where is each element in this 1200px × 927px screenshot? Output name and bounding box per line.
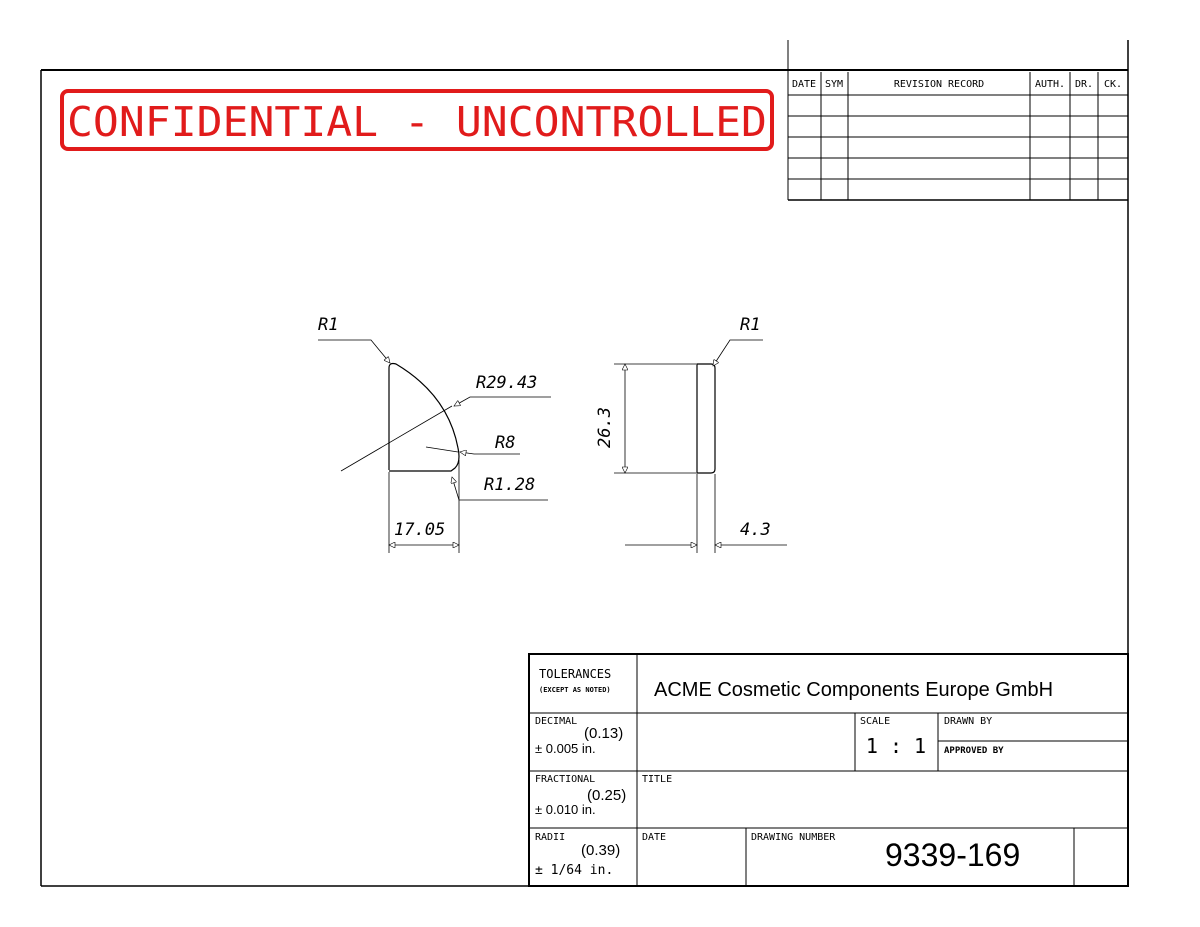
rev-header-sym: SYM	[825, 79, 843, 90]
decimal-label: DECIMAL	[535, 716, 577, 727]
view-front	[614, 339, 787, 553]
stamp-text: CONFIDENTIAL - UNCONTROLLED	[67, 98, 767, 146]
revision-headers: DATE SYM REVISION RECORD AUTH. DR. CK.	[792, 79, 1122, 90]
drawing-number: 9339-169	[885, 837, 1020, 873]
dim-r-top-2: R1	[740, 315, 760, 335]
dim-r-inner: R8	[495, 433, 515, 453]
title-label: TITLE	[642, 774, 672, 785]
rev-header-date: DATE	[792, 79, 816, 90]
view-front-labels: R1 26.3 4.3	[595, 315, 771, 540]
drawn-by-label: DRAWN BY	[944, 716, 992, 727]
drawing-number-label: DRAWING NUMBER	[751, 832, 836, 843]
dim-width: 17.05	[394, 520, 445, 540]
rev-header-dr: DR.	[1075, 79, 1093, 90]
revision-block	[787, 40, 1128, 201]
company-name: ACME Cosmetic Components Europe GmbH	[654, 679, 1053, 701]
radii-tolerance: ± 1/64 in.	[535, 863, 613, 878]
approved-by-label: APPROVED BY	[944, 746, 1004, 756]
fractional-label: FRACTIONAL	[535, 774, 595, 785]
except-as-noted: (EXCEPT AS NOTED)	[539, 686, 611, 694]
title-block-text: TOLERANCES (EXCEPT AS NOTED) ACME Cosmet…	[535, 667, 1053, 878]
dim-height: 26.3	[595, 407, 615, 448]
tolerances-label: TOLERANCES	[539, 667, 611, 681]
fractional-tolerance: ± 0.010 in.	[535, 802, 596, 817]
rev-header-auth: AUTH.	[1035, 79, 1065, 90]
decimal-mm: (0.13)	[584, 725, 623, 742]
scale-value: 1 : 1	[866, 734, 926, 758]
radii-mm: (0.39)	[581, 842, 620, 859]
radii-label: RADII	[535, 832, 565, 843]
decimal-tolerance: ± 0.005 in.	[535, 741, 596, 756]
fractional-mm: (0.25)	[587, 787, 626, 804]
dim-r-corner: R1.28	[484, 475, 535, 495]
rev-header-ck: CK.	[1104, 79, 1122, 90]
view-profile-labels: R1 R29.43 R8 R1.28 17.05	[318, 315, 537, 540]
dim-thickness: 4.3	[740, 520, 771, 540]
dim-r-arc: R29.43	[476, 373, 537, 393]
confidential-stamp: CONFIDENTIAL - UNCONTROLLED	[60, 89, 774, 151]
sheet-border	[40, 40, 1129, 887]
date-label: DATE	[642, 832, 666, 843]
title-block	[528, 653, 1129, 887]
view-profile	[318, 339, 551, 553]
rev-header-record: REVISION RECORD	[894, 79, 984, 90]
scale-label: SCALE	[860, 716, 890, 727]
dim-r-top-1: R1	[318, 315, 338, 335]
